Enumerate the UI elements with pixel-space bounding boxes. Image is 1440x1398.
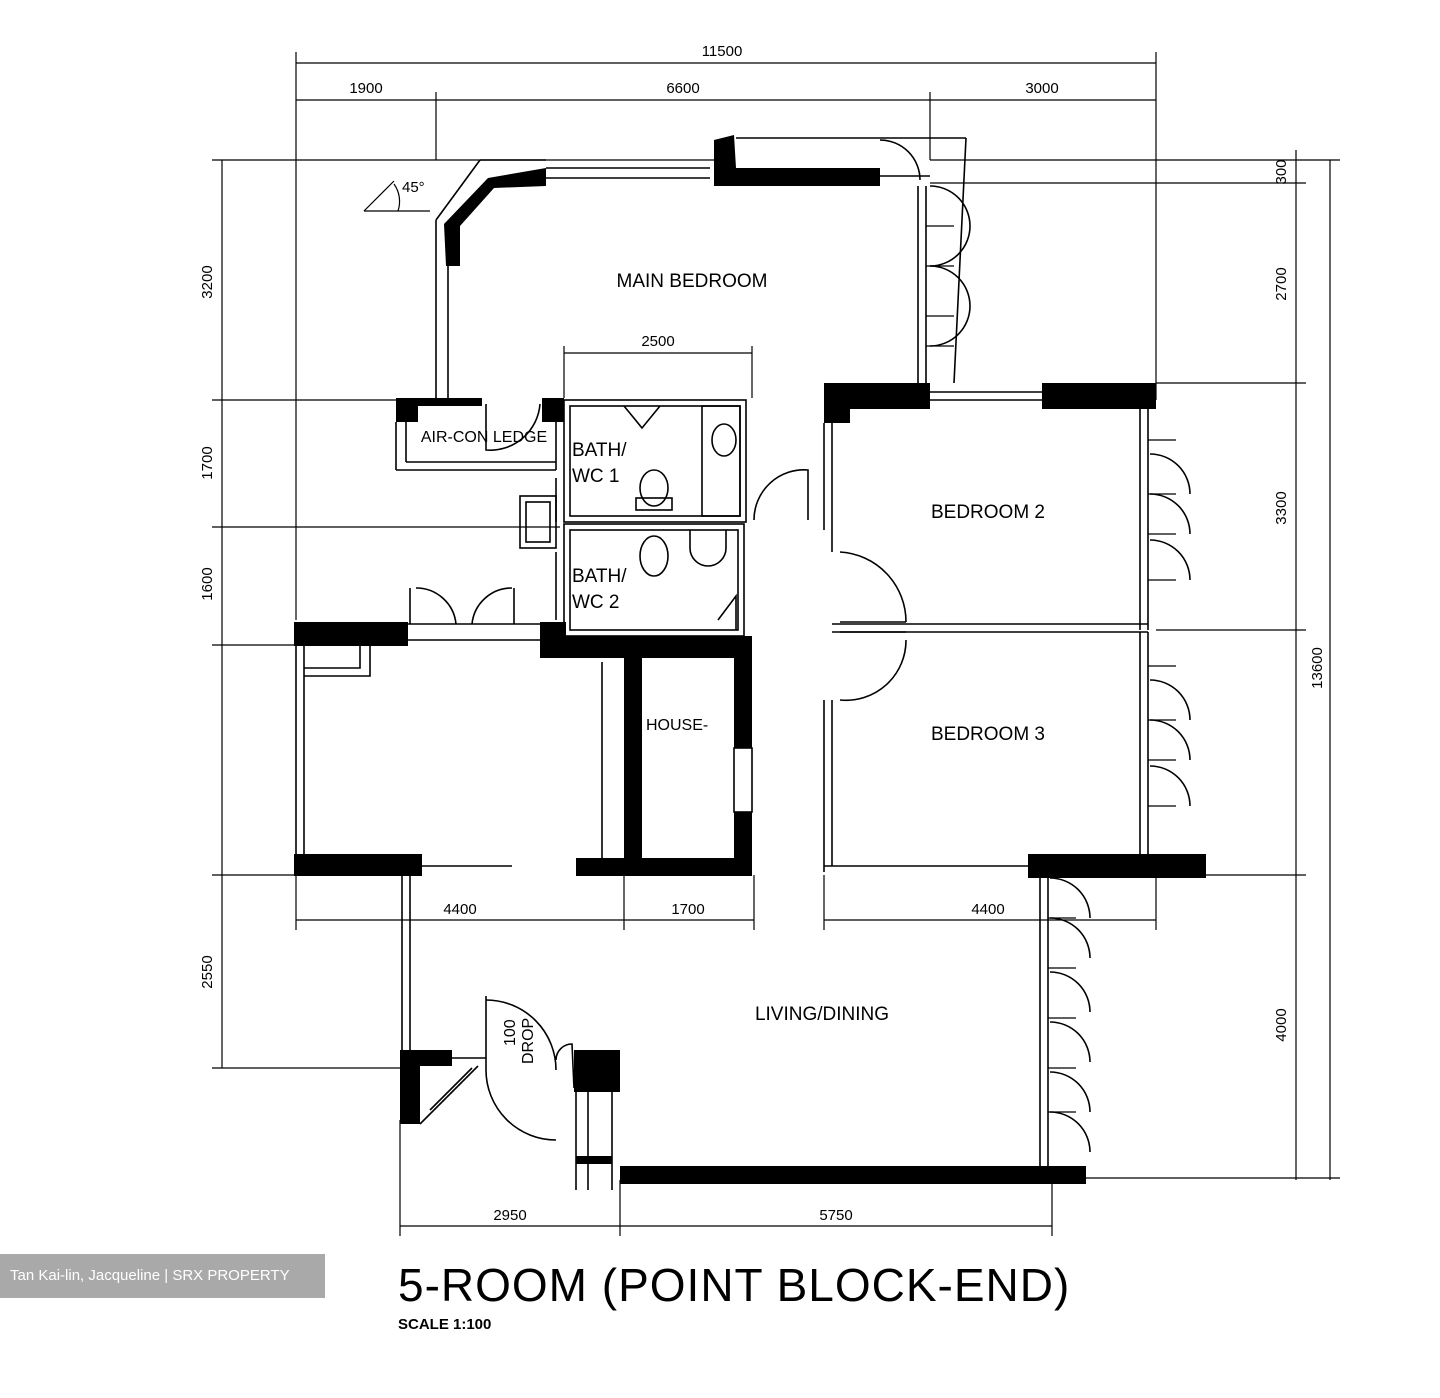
bath-wc-2-label-line1: BATH/ bbox=[572, 566, 627, 587]
bedroom-2-label: BEDROOM 2 bbox=[931, 502, 1045, 523]
bedroom-3-walls bbox=[823, 632, 1206, 878]
dim-left-3: 1600 bbox=[199, 567, 216, 600]
household-shelter-label: HOUSE- bbox=[646, 717, 708, 734]
aircon-ledge-label: AIR-CON LEDGE bbox=[421, 429, 547, 446]
angle-label: 45° bbox=[402, 179, 425, 196]
dim-mid-2: 1700 bbox=[671, 901, 704, 918]
bath-wc-2 bbox=[519, 495, 745, 637]
dim-bath-width: 2500 bbox=[641, 333, 674, 350]
plan-title: 5-ROOM (POINT BLOCK-END) bbox=[398, 1259, 1071, 1311]
bath-width-dimension bbox=[563, 346, 753, 398]
dim-top-3: 3000 bbox=[1025, 80, 1058, 97]
dim-mid-1: 4400 bbox=[443, 901, 476, 918]
angle-marker bbox=[363, 180, 430, 212]
bottom-dimensions bbox=[399, 1120, 1053, 1236]
dim-left-1: 3200 bbox=[199, 265, 216, 298]
dim-right-5: 4000 bbox=[1273, 1008, 1290, 1041]
refuse-drop-label-2: DROP bbox=[520, 1018, 537, 1064]
left-dimensions bbox=[212, 159, 720, 1069]
dim-right-total: 13600 bbox=[1309, 647, 1326, 689]
dim-top-total: 11500 bbox=[702, 43, 743, 60]
right-dimensions bbox=[930, 150, 1340, 1180]
mid-dimensions bbox=[295, 875, 1157, 930]
main-bedroom-label: MAIN BEDROOM bbox=[617, 271, 768, 292]
dim-top-1: 1900 bbox=[349, 80, 382, 97]
watermark: Tan Kai-lin, Jacqueline | SRX PROPERTY bbox=[0, 1254, 325, 1298]
main-bedroom-walls bbox=[435, 135, 971, 398]
bedroom-2-walls bbox=[823, 383, 1191, 633]
dim-right-2: 2700 bbox=[1273, 267, 1290, 300]
dim-left-5: 2550 bbox=[199, 955, 216, 988]
dim-right-1: 300 bbox=[1273, 159, 1290, 184]
dim-top-2: 6600 bbox=[666, 80, 699, 97]
refuse-drop-label-1: 100 bbox=[502, 1019, 519, 1046]
dim-bottom-1: 2950 bbox=[493, 1207, 526, 1224]
bedroom-3-label: BEDROOM 3 bbox=[931, 724, 1045, 745]
living-dining-walls bbox=[400, 876, 1091, 1190]
aircon-ledge-walls bbox=[395, 398, 564, 471]
left-room-walls bbox=[294, 587, 624, 876]
living-dining-label: LIVING/DINING bbox=[755, 1004, 889, 1025]
bath-wc-1-label-line2: WC 1 bbox=[572, 466, 620, 487]
plan-scale: SCALE 1:100 bbox=[398, 1316, 492, 1333]
bath-wc-2-label-line2: WC 2 bbox=[572, 592, 620, 613]
household-shelter bbox=[540, 636, 753, 876]
dim-bottom-2: 5750 bbox=[819, 1207, 852, 1224]
dim-mid-3: 4400 bbox=[971, 901, 1004, 918]
top-dimensions bbox=[295, 52, 1157, 620]
dim-left-2: 1700 bbox=[199, 446, 216, 479]
bath-wc-1-label-line1: BATH/ bbox=[572, 440, 627, 461]
bath-wc-1 bbox=[555, 399, 747, 523]
corridor-doors bbox=[753, 469, 907, 702]
dim-right-3: 3300 bbox=[1273, 491, 1290, 524]
